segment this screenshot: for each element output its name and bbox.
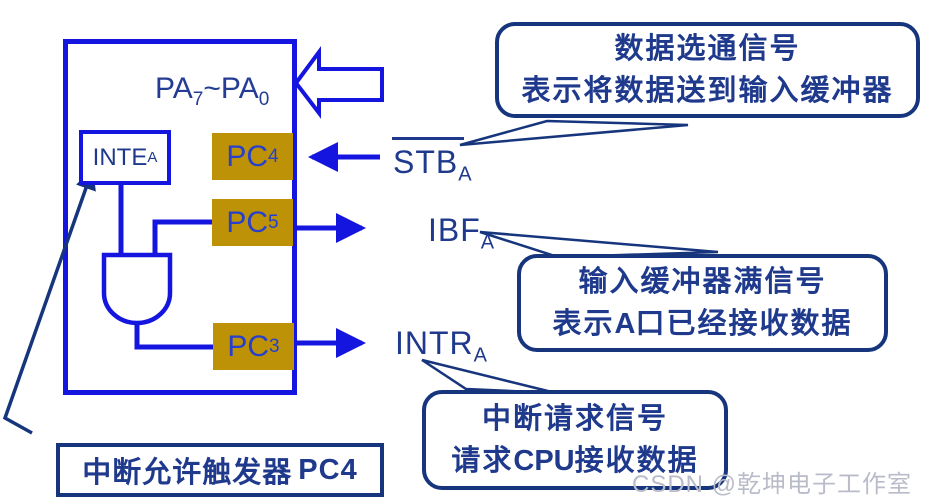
interrupt-callout-line2: 请求CPU接收数据 [451,440,698,482]
pc4-label: PC [226,139,269,173]
inte-label: INTE [92,143,148,171]
strobe-callout-line1: 数据选通信号 [614,33,801,65]
wire-pc5-to-gate [152,219,213,255]
intr-text: INTR [395,325,474,361]
watermark: CSDN @乾坤电子工作室 [632,471,913,498]
buffer-full-callout-line1: 输入缓冲器满信号 [578,266,827,298]
pc5-label: PC [226,205,269,239]
legend-bold: PC4 [298,453,358,486]
interrupt-callout: 中断请求信号 请求CPU接收数据 [422,390,728,490]
interrupt-line2-post: 接收数据 [574,445,699,477]
legend-label: 中断允许触发器 [82,457,293,489]
port-a-label-sub2: 0 [258,89,270,110]
port-a-label-sep: ~ [203,72,221,105]
strobe-callout: 数据选通信号 表示将数据送到输入缓冲器 [495,22,920,118]
pc3-label: PC [227,329,270,363]
ibf-text: IBF [428,212,481,248]
port-a-label-p2: PA [220,72,259,105]
buffer-full-line2-bold: A [614,308,636,340]
buffer-full-line2-pre: 表示 [552,308,615,340]
pc3-label-sub: 3 [269,335,280,357]
buffer-full-callout: 输入缓冲器满信号 表示A口已经接收数据 [517,254,888,352]
pc5-label-sub: 5 [268,211,279,233]
buffer-full-callout-line2: 表示A口已经接收数据 [553,303,853,345]
strobe-callout-line2: 表示将数据送到输入缓冲器 [521,75,894,107]
interrupt-callout-line1: 中断请求信号 [481,403,668,435]
pc4-label-sub: 4 [268,145,279,167]
port-a-label: PA7~PA0 [155,72,269,111]
port-a-data-arrow [293,45,384,119]
legend-box: 中断允许触发器 PC4 [56,443,384,497]
intr-signal-label: INTRA [395,325,488,367]
port-a-label-p1: PA [155,72,193,105]
buffer-full-line2-post: 口已经接收数据 [635,308,853,340]
legend-leader-arrow [2,168,96,435]
stb-active-low-overbar [392,137,464,140]
ibf-sub: A [480,231,496,254]
stb-text: STB [393,144,459,180]
strobe-callout-tail [459,119,689,147]
wire-gate-to-pc3 [134,318,214,350]
and-gate [101,252,173,326]
interrupt-line2-bold: CPU [513,445,575,477]
interrupt-line2-pre: 请求 [451,445,514,477]
intr-sub: A [473,344,488,367]
stb-signal-label: STBA [393,144,473,186]
ibf-signal-label: IBFA [428,212,495,254]
stb-sub: A [458,163,473,186]
port-a-label-sub1: 7 [192,89,204,110]
inte-label-sub: A [147,149,158,166]
